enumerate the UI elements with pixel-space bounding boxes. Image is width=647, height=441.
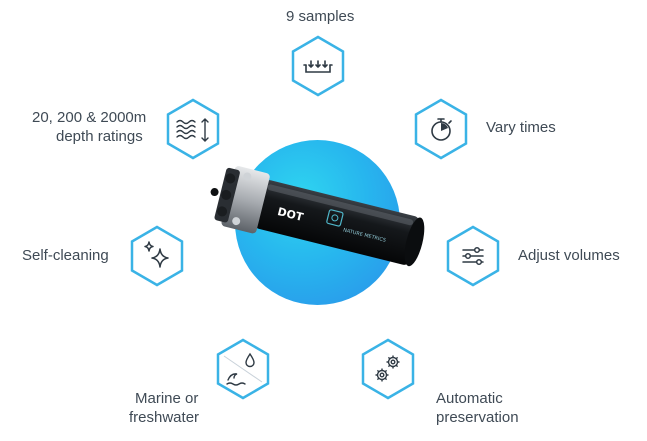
feature-hex-preservation: [361, 338, 415, 400]
feature-hex-times: [414, 98, 468, 160]
sample-tray-icon: [291, 35, 345, 97]
feature-label-depth-line2: depth ratings: [56, 128, 143, 145]
water-drop-wave-icon: [216, 338, 270, 400]
feature-label-preservation-line1: Automatic: [436, 390, 503, 407]
gears-icon: [361, 338, 415, 400]
feature-label-volumes: Adjust volumes: [518, 247, 620, 264]
dot-sampler-device: DOT NATURE METRICS: [210, 166, 425, 267]
sliders-icon: [446, 225, 500, 287]
feature-hex-depth: [166, 98, 220, 160]
stopwatch-icon: [414, 98, 468, 160]
feature-label-preservation-line2: preservation: [436, 409, 519, 426]
feature-label-times: Vary times: [486, 119, 556, 136]
device-label: DOT: [276, 205, 305, 224]
feature-label-samples: 9 samples: [286, 8, 355, 25]
feature-hex-samples: [291, 35, 345, 97]
feature-hex-cleaning: [130, 225, 184, 287]
feature-hex-water: [216, 338, 270, 400]
sparkle-icon: [130, 225, 184, 287]
depth-waves-icon: [166, 98, 220, 160]
feature-label-water-line1: Marine or: [135, 390, 199, 407]
feature-label-depth-line1: 20, 200 & 2000m: [32, 109, 147, 126]
feature-hex-volumes: [446, 225, 500, 287]
feature-label-water-line2: freshwater: [129, 409, 200, 426]
feature-label-cleaning: Self-cleaning: [22, 247, 109, 264]
